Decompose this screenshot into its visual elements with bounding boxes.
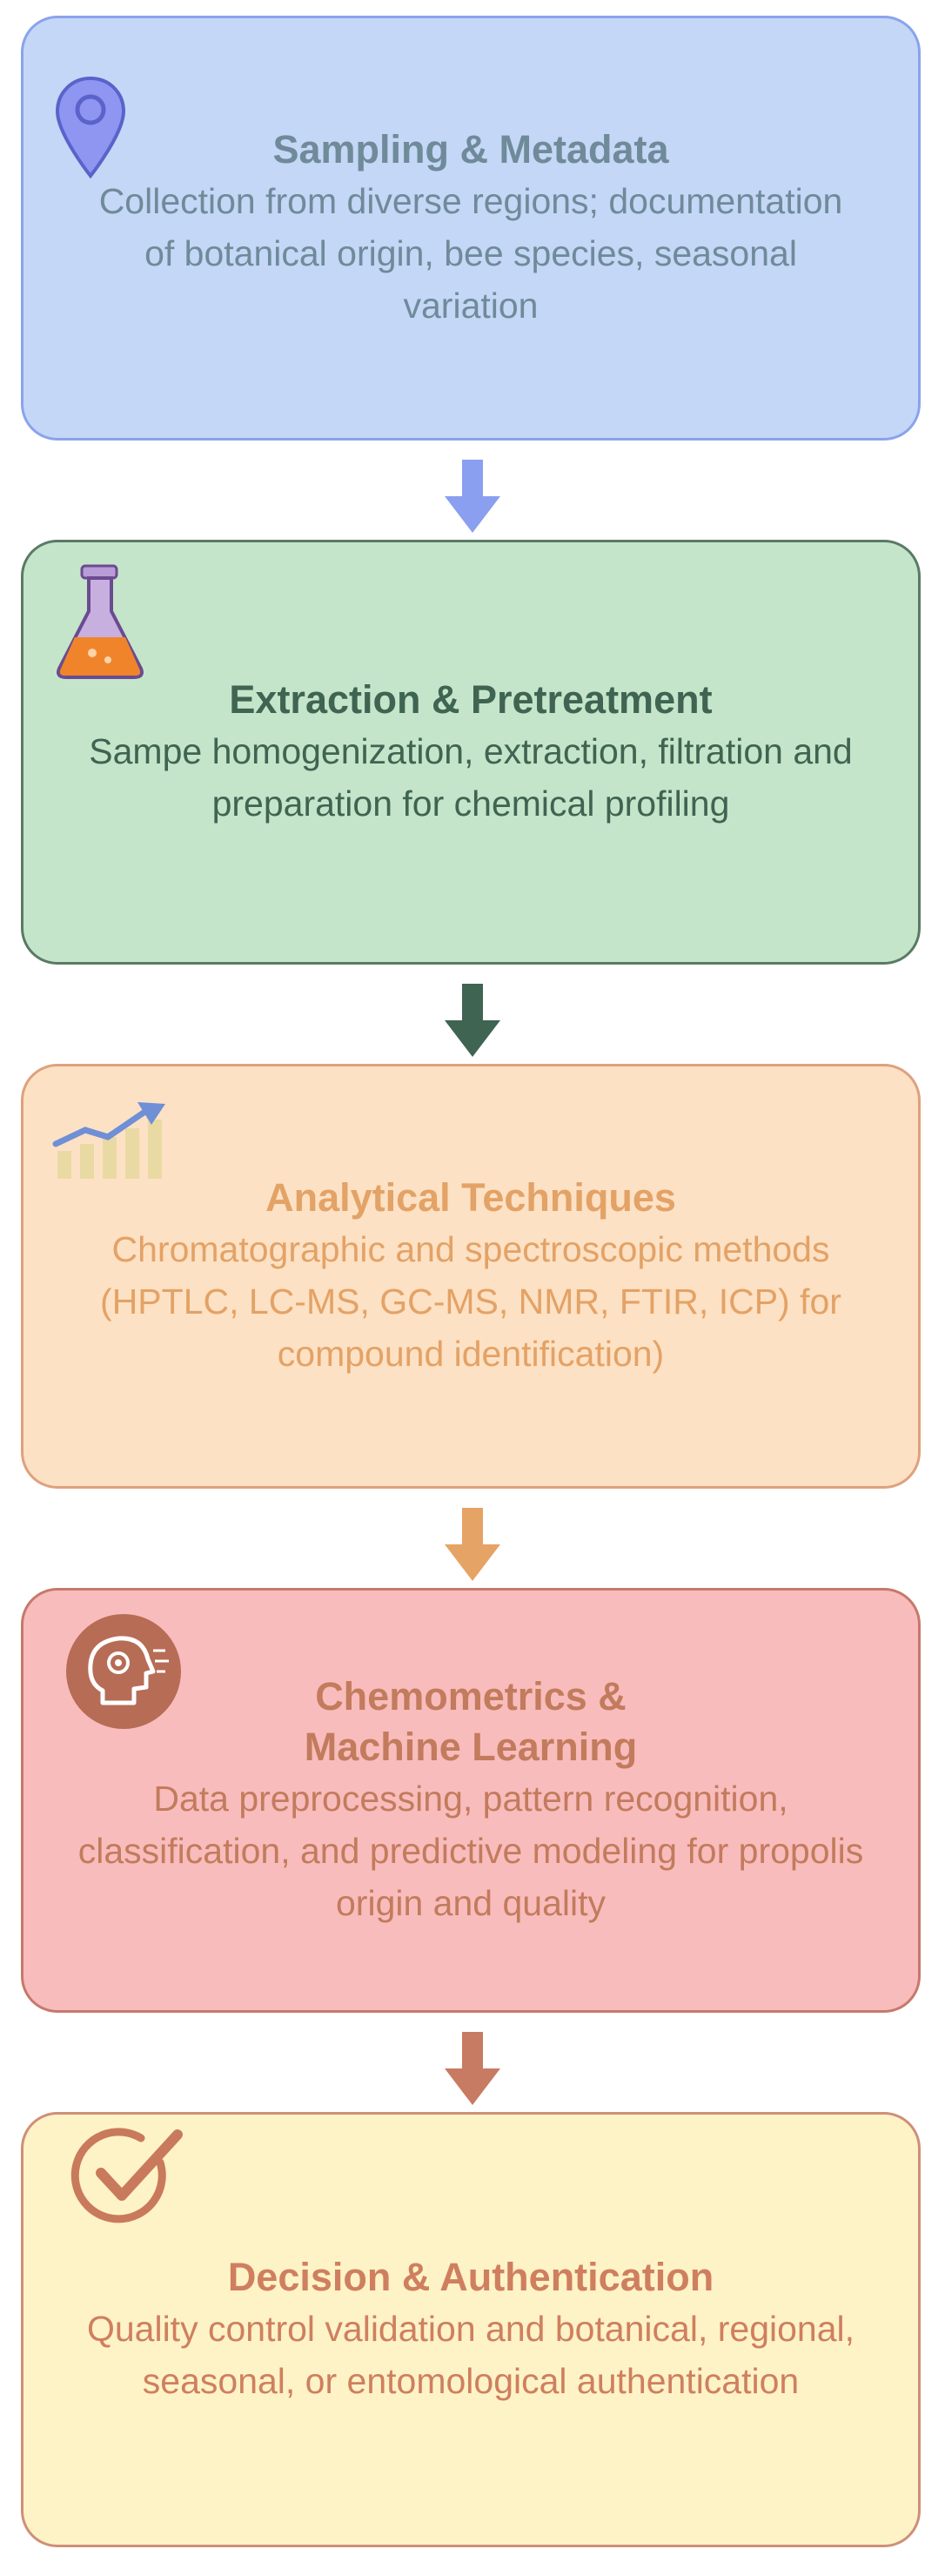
ai-head-icon [66, 1614, 181, 1729]
stage-title: Decision & Authentication [227, 2255, 714, 2299]
stage-title-line1: Chemometrics & [315, 1674, 627, 1718]
arrow-down-icon [445, 2032, 500, 2105]
arrow-down-icon [445, 984, 500, 1057]
stage-title: Sampling & Metadata [272, 127, 669, 172]
arrow-down-icon [445, 460, 500, 533]
stage-extraction-pretreatment: Extraction & Pretreatment Sampe homogeni… [21, 540, 921, 965]
stage-description: Sampe homogenization, extraction, filtra… [89, 731, 853, 824]
stage-sampling-metadata: Sampling & Metadata Collection from dive… [21, 16, 921, 441]
check-circle-icon [70, 2128, 183, 2223]
stage-description: Chromatographic and spectroscopic method… [100, 1229, 841, 1374]
stage-description: Collection from diverse regions; documen… [98, 181, 843, 326]
stage-description: Data preprocessing, pattern recognition,… [77, 1779, 864, 1923]
stage-description: Quality control validation and botanical… [86, 2309, 855, 2401]
flask-icon [57, 564, 144, 679]
growth-chart-icon [52, 1102, 165, 1179]
stage-analytical-techniques: Analytical Techniques Chromatographic an… [21, 1064, 921, 1489]
stage-title: Chemometrics & Machine Learning [305, 1671, 638, 1772]
stage-title-line2: Machine Learning [304, 1725, 638, 1769]
stage-title: Extraction & Pretreatment [229, 677, 713, 722]
arrow-down-icon [445, 1508, 500, 1581]
stage-decision-authentication: Decision & Authentication Quality contro… [21, 2112, 921, 2547]
map-pin-icon [55, 76, 126, 179]
stage-title: Analytical Techniques [265, 1175, 676, 1220]
